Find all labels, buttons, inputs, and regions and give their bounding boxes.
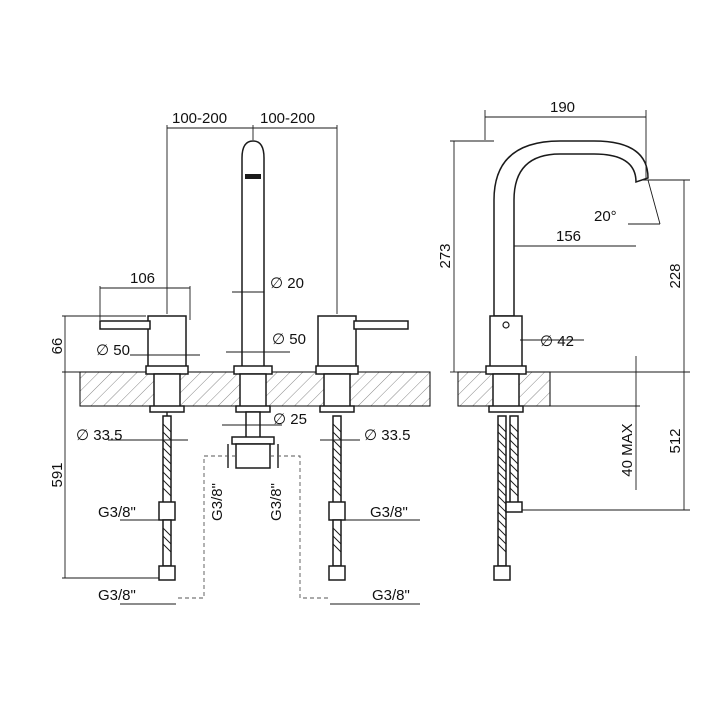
spout-angle-label: 20°: [594, 208, 617, 225]
center-spout: [227, 140, 279, 469]
left-valve: [99, 315, 189, 581]
handle-reach-label: 106: [130, 270, 155, 287]
right-upper-thread-label: G3/8": [370, 504, 408, 521]
left-upper-thread-label: G3/8": [98, 504, 136, 521]
side-dimension-lines: [450, 110, 690, 511]
nut-diameter-label: ∅ 25: [273, 411, 307, 428]
left-lower-thread-label: G3/8": [98, 587, 136, 604]
spout-height-label: 273: [437, 243, 454, 268]
left-valve-diameter-label: ∅ 33.5: [76, 427, 122, 444]
front-view: 100-200 100-200 106 66 ∅ 50 ∅ 20 ∅ 50 ∅ …: [49, 110, 431, 605]
right-lower-thread-label: G3/8": [372, 587, 410, 604]
below-deck-label: 512: [667, 428, 684, 453]
deck-thickness-label: 40 MAX: [619, 423, 636, 476]
side-view: 190 156 20° 273 228 ∅ 42 40 MAX 512: [437, 99, 690, 581]
side-spout: [493, 140, 649, 317]
total-height-label: 591: [49, 462, 66, 487]
handle-height-label: 66: [49, 338, 66, 355]
center-thread-label-b: G3/8": [268, 483, 285, 521]
right-valve: [315, 315, 409, 581]
spout-reach-total-label: 190: [550, 99, 575, 116]
spout-reach-label: 156: [556, 228, 581, 245]
outlet-height-label: 228: [667, 263, 684, 288]
center-thread-label-a: G3/8": [209, 483, 226, 521]
side-diameter-label: ∅ 42: [540, 333, 574, 350]
spread-right-label: 100-200: [260, 110, 315, 127]
right-dashed-hose: [270, 455, 330, 599]
handle-diameter-label: ∅ 50: [96, 342, 130, 359]
spread-left-label: 100-200: [172, 110, 227, 127]
spout-base-diameter-label: ∅ 50: [272, 331, 306, 348]
left-dashed-hose: [176, 455, 236, 599]
spout-diameter-label: ∅ 20: [270, 275, 304, 292]
front-dimension-lines: [62, 125, 420, 605]
right-valve-diameter-label: ∅ 33.5: [364, 427, 410, 444]
